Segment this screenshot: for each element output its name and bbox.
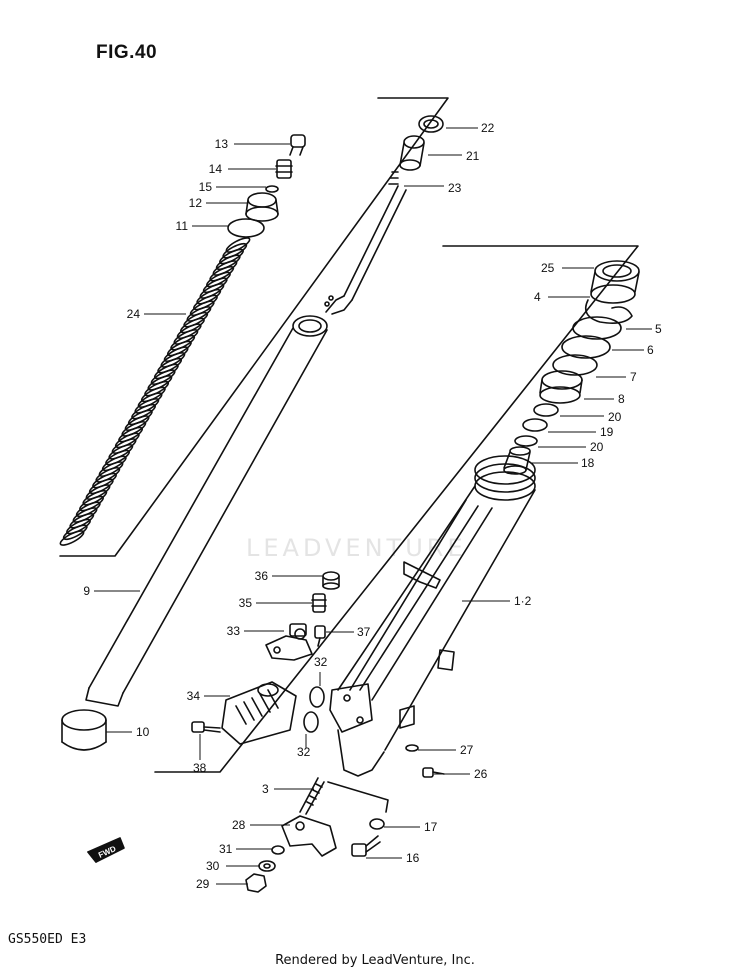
part-20-ring-upper: [533, 403, 559, 417]
part-32-gasket-lower: [303, 711, 319, 733]
part-16-bolt: [351, 835, 381, 857]
callout-label: 10: [136, 725, 150, 739]
part-7-washer: [552, 354, 598, 376]
part-22-ring: [418, 115, 444, 133]
callout-label: 27: [460, 743, 474, 757]
part-12-cap: [245, 192, 279, 222]
callout-label: 19: [600, 425, 614, 439]
callout-label: 38: [193, 761, 207, 775]
part-29-nut: [245, 873, 267, 893]
part-20-ring-lower: [514, 435, 538, 447]
callout-label: 1·2: [514, 594, 532, 608]
callout-label: 20: [590, 440, 604, 454]
part-28-axle-holder: [281, 815, 337, 857]
model-code: GS550ED E3: [8, 932, 87, 947]
part-5-seal: [572, 316, 622, 340]
group-bracket-axle: [327, 781, 389, 813]
callout-label: 5: [655, 322, 662, 336]
figure-title: FIG.40: [96, 42, 158, 63]
callout-label: 20: [608, 410, 622, 424]
part-13-bolt: [289, 134, 306, 156]
part-10-bushing: [61, 709, 107, 751]
part-30-washer: [258, 860, 276, 872]
part-23-damper-rod: [324, 171, 407, 315]
callout-label: 29: [196, 877, 210, 891]
part-15-oring: [265, 185, 279, 193]
part-4-clip: [584, 299, 633, 324]
part-14-valve: [275, 159, 293, 179]
part-27-washer: [405, 744, 419, 752]
group-bracket-upper: [59, 97, 449, 557]
part-35-nipple: [311, 593, 327, 613]
callout-label: 11: [176, 219, 189, 233]
part-9-inner-tube: [85, 315, 328, 707]
callout-label: 31: [219, 842, 233, 856]
part-26-bolt: [422, 767, 445, 778]
callout-label: 30: [206, 859, 220, 873]
callout-label: 3: [262, 782, 269, 796]
callout-label: 23: [448, 181, 462, 195]
part-36-cap: [322, 571, 340, 590]
render-credit: Rendered by LeadVenture, Inc.: [275, 953, 475, 968]
callout-label: 16: [406, 851, 420, 865]
part-19-ring: [522, 418, 548, 432]
group-bracket-lower: [154, 245, 639, 773]
callout-label: 22: [481, 121, 495, 135]
callout-label: 26: [474, 767, 488, 781]
fwd-arrow-icon: [87, 837, 125, 863]
part-17-washer: [369, 818, 385, 830]
part-24-fork-spring: [59, 237, 251, 546]
callout-label: 15: [199, 180, 213, 194]
part-8-bushing: [539, 370, 583, 404]
part-33-bracket: [265, 623, 313, 661]
callout-label: 6: [647, 343, 654, 357]
callout-label: 9: [83, 584, 90, 598]
part-1-2-outer-tube: [329, 455, 536, 777]
callout-label: 13: [215, 137, 229, 151]
callout-label: 14: [209, 162, 223, 176]
callout-label: 25: [541, 261, 555, 275]
callout-label: 34: [187, 689, 201, 703]
part-34-caliper-bracket: [221, 681, 297, 745]
callout-label: 12: [189, 196, 203, 210]
callout-label: 33: [227, 624, 241, 638]
part-25-dust-seal: [590, 260, 640, 304]
callout-label: 35: [239, 596, 253, 610]
callout-label: 18: [581, 456, 595, 470]
callout-label: 8: [618, 392, 625, 406]
part-30-washer-inner: [263, 863, 271, 869]
callout-label: 37: [357, 625, 371, 639]
callout-label: 36: [255, 569, 269, 583]
spring-coil: [59, 530, 85, 546]
callout-label: 17: [424, 820, 438, 834]
callout-label: 24: [127, 307, 141, 321]
part-3-stud: [299, 777, 325, 815]
part-6-seal: [561, 335, 611, 359]
callout-label: 21: [466, 149, 480, 163]
part-21-damper-top: [399, 135, 425, 171]
part-32-gasket-upper: [309, 686, 325, 708]
callout-label: 28: [232, 818, 246, 832]
callout-label: 32: [297, 745, 311, 759]
leader-lines: [94, 127, 652, 885]
part-31-washer: [271, 845, 285, 855]
part-37-screw: [314, 625, 326, 647]
part-11-ring: [227, 218, 265, 238]
part-38-bolt: [191, 721, 221, 733]
callout-label: 4: [534, 290, 541, 304]
callout-label: 7: [630, 370, 637, 384]
callout-label: 32: [314, 655, 328, 669]
